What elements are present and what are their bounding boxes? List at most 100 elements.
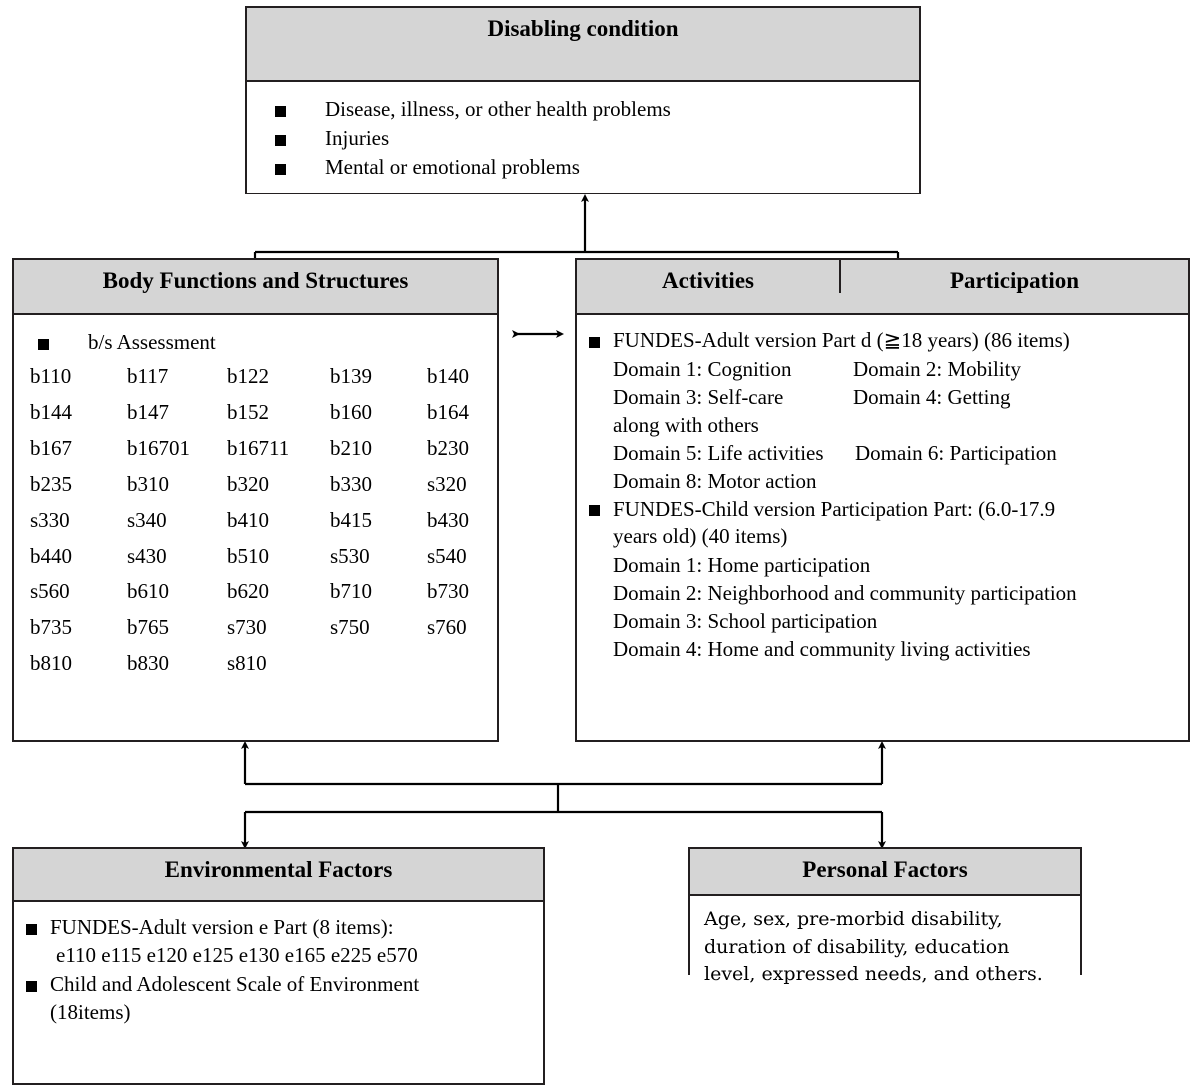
icf-code: b164 <box>427 399 469 424</box>
icf-code-grid: b110 b117 b122 b139 b140 b144 b147 b152 … <box>30 363 481 678</box>
list-item: Disease, illness, or other health proble… <box>267 96 899 124</box>
adult-version-label: FUNDES-Adult version Part d (≧18 years) … <box>613 328 1070 352</box>
adult-domain-rows: Domain 1: Cognition Domain 2: Mobility D… <box>587 356 1178 496</box>
icf-code: b147 <box>127 399 169 424</box>
list-item: Child and Adolescent Scale of Environmen… <box>24 971 531 1027</box>
domain-label: Domain 4: Getting <box>853 384 1011 409</box>
activities-participation-header: Activities Participation <box>577 260 1188 315</box>
domain-label: Domain 8: Motor action <box>613 468 817 493</box>
icf-code: s430 <box>127 543 167 568</box>
icf-code: b730 <box>427 579 469 604</box>
icf-code: b140 <box>427 363 469 388</box>
list-item: FUNDES-Adult version e Part (8 items): e… <box>24 914 531 970</box>
domain-row: Domain 3: School participation <box>613 608 1178 636</box>
env-item-line2: e110 e115 e120 e125 e130 e165 e225 e570 <box>56 942 418 967</box>
icf-code: b152 <box>227 399 269 424</box>
domain-label: Domain 1: Home participation <box>613 553 871 578</box>
environmental-factors-header: Environmental Factors <box>14 849 543 902</box>
domain-label: Domain 2: Neighborhood and community par… <box>613 581 1077 606</box>
domain-row: Domain 1: Cognition Domain 2: Mobility <box>613 356 1178 384</box>
disabling-condition-header: Disabling condition <box>247 8 919 82</box>
icf-code: b735 <box>30 615 72 640</box>
icf-code: s730 <box>227 615 267 640</box>
domain-row: Domain 2: Neighborhood and community par… <box>613 580 1178 608</box>
icf-code: b235 <box>30 471 72 496</box>
icf-code: s750 <box>330 615 370 640</box>
body-functions-title: Body Functions and Structures <box>102 268 409 293</box>
icf-code: b16701 <box>127 435 190 460</box>
icf-code: b430 <box>427 507 469 532</box>
body-functions-body: b/s Assessment b110 b117 b122 b139 b140 … <box>14 315 497 689</box>
domain-label <box>853 412 1178 440</box>
activities-participation-box: Activities Participation FUNDES-Adult ve… <box>575 258 1190 742</box>
env-item-line1: Child and Adolescent Scale of Environmen… <box>50 971 420 996</box>
domain-row: Domain 3: Self-care Domain 4: Getting <box>613 384 1178 412</box>
icf-code: b620 <box>227 579 269 604</box>
environmental-factors-title: Environmental Factors <box>164 857 393 882</box>
domain-label: Domain 2: Mobility <box>853 356 1021 381</box>
child-version-list: FUNDES-Child version Participation Part:… <box>587 496 1178 552</box>
icf-code: b230 <box>427 435 469 460</box>
child-domain-rows: Domain 1: Home participation Domain 2: N… <box>587 552 1178 664</box>
domain-label: Domain 6: Participation <box>855 440 1057 465</box>
list-item: b/s Assessment <box>30 329 481 357</box>
adult-version-list: FUNDES-Adult version Part d (≧18 years) … <box>587 327 1178 355</box>
icf-code: b167 <box>30 435 72 460</box>
icf-code: b415 <box>330 507 372 532</box>
domain-row: Domain 4: Home and community living acti… <box>613 636 1178 664</box>
icf-code: s530 <box>330 543 370 568</box>
disabling-condition-body: Disease, illness, or other health proble… <box>247 82 919 193</box>
domain-label <box>853 468 1178 496</box>
icf-code: b139 <box>330 363 372 388</box>
activities-title: Activities <box>662 268 754 293</box>
env-item-line1: FUNDES-Adult version e Part (8 items): <box>50 915 394 939</box>
icf-code: s760 <box>427 615 467 640</box>
list-item: FUNDES-Child version Participation Part:… <box>587 496 1178 552</box>
icf-code: b510 <box>227 543 269 568</box>
icf-code: b710 <box>330 579 372 604</box>
domain-row: along with others <box>613 412 1178 440</box>
environmental-factors-body: FUNDES-Adult version e Part (8 items): e… <box>14 902 543 1038</box>
body-functions-header: Body Functions and Structures <box>14 260 497 315</box>
icf-code: b810 <box>30 651 72 676</box>
domain-label: along with others <box>613 412 759 437</box>
domain-label: Domain 3: School participation <box>613 609 878 634</box>
personal-factors-body: Age, sex, pre-morbid disability, duratio… <box>690 896 1080 997</box>
icf-code: s560 <box>30 579 70 604</box>
icf-code: s330 <box>30 507 70 532</box>
icf-code: b830 <box>127 651 169 676</box>
icf-code: b16711 <box>227 435 290 460</box>
environmental-factors-list: FUNDES-Adult version e Part (8 items): e… <box>24 914 531 1027</box>
icf-code: b210 <box>330 435 372 460</box>
body-functions-bullet-list: b/s Assessment <box>30 329 481 357</box>
icf-code: s340 <box>127 507 167 532</box>
icf-code: b440 <box>30 543 72 568</box>
body-functions-box: Body Functions and Structures b/s Assess… <box>12 258 499 742</box>
personal-factors-box: Personal Factors Age, sex, pre-morbid di… <box>688 847 1082 997</box>
disabling-condition-title: Disabling condition <box>487 16 679 41</box>
icf-code: b410 <box>227 507 269 532</box>
domain-label: Domain 3: Self-care <box>613 384 784 409</box>
icf-code: s540 <box>427 543 467 568</box>
disabling-condition-box: Disabling condition Disease, illness, or… <box>245 6 921 194</box>
env-item-line2: (18items) <box>50 999 131 1024</box>
icf-code: b320 <box>227 471 269 496</box>
personal-factors-title: Personal Factors <box>802 857 968 882</box>
icf-code: b122 <box>227 363 269 388</box>
icf-code: b117 <box>127 363 169 388</box>
domain-row: Domain 5: Life activities Domain 6: Part… <box>613 440 1178 468</box>
child-version-label-line1: FUNDES-Child version Participation Part:… <box>613 496 1056 521</box>
icf-code: b310 <box>127 471 169 496</box>
icf-code: b110 <box>30 363 72 388</box>
domain-row: Domain 1: Home participation <box>613 552 1178 580</box>
personal-factor-line: level, expressed needs, and others. <box>704 963 1043 986</box>
list-item: Injuries <box>267 125 899 153</box>
domain-label: Domain 5: Life activities <box>613 440 824 465</box>
domain-label: Domain 4: Home and community living acti… <box>613 637 1031 662</box>
disabling-condition-list: Disease, illness, or other health proble… <box>267 96 899 182</box>
icf-code: b330 <box>330 471 372 496</box>
domain-row: Domain 8: Motor action <box>613 468 1178 496</box>
icf-code: b610 <box>127 579 169 604</box>
activities-participation-body: FUNDES-Adult version Part d (≧18 years) … <box>577 315 1188 675</box>
